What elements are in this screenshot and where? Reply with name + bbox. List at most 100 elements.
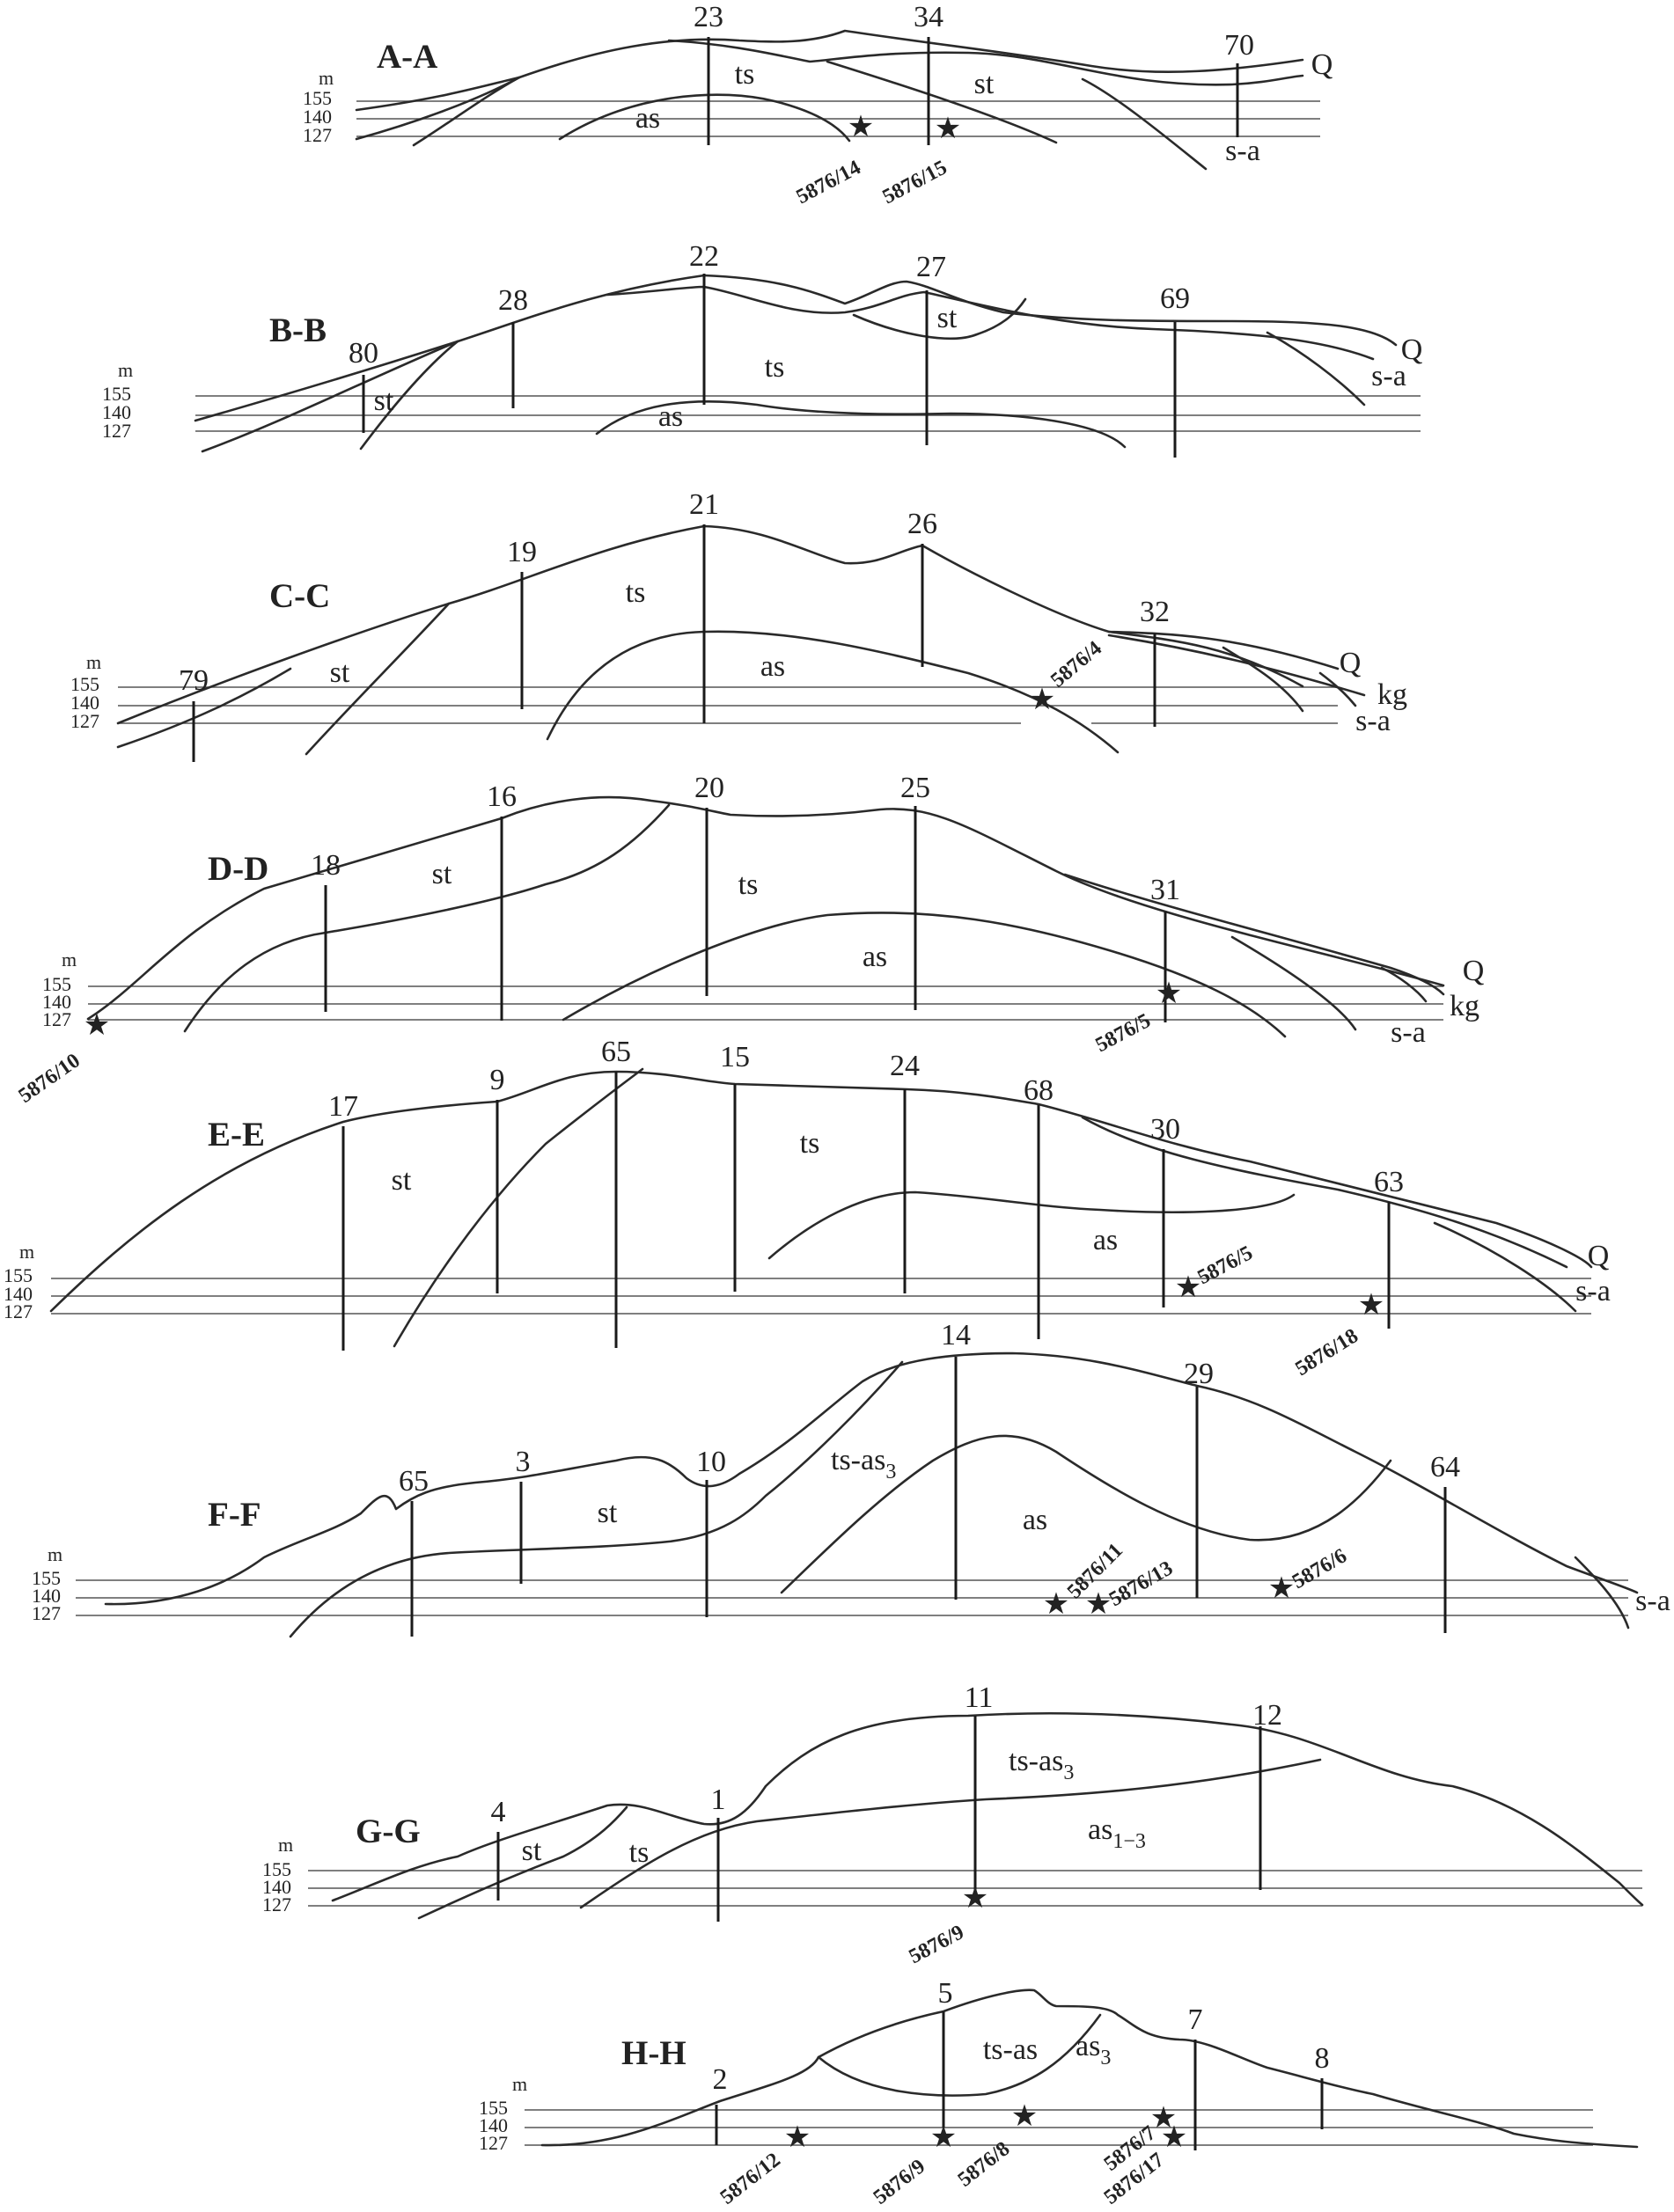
contact-line (1318, 671, 1357, 707)
sample-label: 5876/9 (906, 1921, 968, 1968)
contact-line (546, 630, 1120, 754)
section-title: G-G (356, 1813, 421, 1850)
scale-127: 127 (479, 2132, 508, 2154)
quaternary-boundary (1107, 634, 1366, 697)
well-label: 69 (1160, 282, 1190, 315)
sample-star-icon: ★ (1175, 1271, 1201, 1304)
sample-label: 5876/14 (793, 156, 865, 209)
sample-star-icon: ★ (1029, 684, 1055, 716)
contact-line (579, 1758, 1322, 1909)
sample-star-icon: ★ (1156, 978, 1182, 1010)
well-label: 12 (1252, 1699, 1282, 1732)
scale-155: 155 (102, 383, 131, 405)
unit-label: s-a (1225, 135, 1260, 167)
well-label: 4 (491, 1796, 506, 1828)
unit-subscript: 3 (1063, 1762, 1074, 1784)
scale-unit: m (62, 949, 77, 970)
scale-140: 140 (70, 692, 99, 714)
scale-unit: m (118, 359, 133, 381)
well-label: 19 (507, 536, 537, 568)
unit-label: s-a (1371, 360, 1406, 392)
unit-label: st (432, 858, 452, 890)
well-label: 23 (694, 1, 723, 33)
well-label: 5 (938, 1977, 953, 2010)
scale-127: 127 (303, 124, 332, 146)
well-label: 9 (490, 1064, 505, 1096)
well-label: 31 (1150, 874, 1180, 906)
sample-star-icon: ★ (848, 111, 874, 143)
well-label: 17 (328, 1090, 358, 1123)
sample-star-icon: ★ (1011, 2100, 1038, 2133)
sample-label: 5876/9 (870, 2155, 930, 2209)
sample-star-icon: ★ (1043, 1588, 1069, 1621)
well-label: 65 (399, 1465, 429, 1498)
contact-line (558, 93, 851, 143)
sample-star-icon: ★ (1268, 1572, 1295, 1605)
contact-line (817, 2013, 1102, 2097)
unit-label: Q (1311, 48, 1333, 81)
contact-line (1433, 1221, 1577, 1313)
sample-label: 5876/4 (1046, 637, 1106, 692)
scale-140: 140 (32, 1585, 61, 1607)
scale-140: 140 (479, 2114, 508, 2136)
unit-label: as (760, 650, 785, 683)
scale-unit: m (319, 67, 334, 89)
unit-label: as (658, 400, 683, 433)
well-label: 64 (1430, 1451, 1460, 1483)
well-label: 70 (1224, 29, 1254, 62)
unit-label: Q (1463, 955, 1485, 987)
well-label: 8 (1315, 2042, 1330, 2075)
sample-star-icon: ★ (935, 113, 961, 145)
section-title: D-D (208, 850, 268, 888)
section-c-c: C-C m 155 140 127 79 19 21 26 32 ts st a… (70, 488, 1407, 762)
well-label: 16 (487, 780, 517, 813)
unit-subscript: 3 (1100, 2047, 1111, 2069)
unit-label-ts-as3: ts-as3 (831, 1444, 896, 1483)
sample-star-icon: ★ (962, 1882, 988, 1915)
unit-label: st (330, 656, 350, 689)
sample-label: 5876/12 (716, 2149, 785, 2209)
scale-140: 140 (42, 991, 71, 1013)
contact-line (826, 60, 1058, 144)
contact-line (562, 912, 1287, 1038)
scale-127: 127 (42, 1008, 71, 1030)
unit-base: as (1076, 2030, 1100, 2062)
well-label: 26 (907, 508, 937, 540)
contact-line (412, 76, 521, 147)
sample-star-icon: ★ (1150, 2102, 1177, 2135)
unit-label-as1-3: as1−3 (1088, 1813, 1146, 1853)
contact-line (289, 1360, 904, 1638)
well-label: 1 (711, 1784, 726, 1816)
sample-label: 5876/6 (1289, 1544, 1351, 1593)
contact-line (201, 340, 459, 453)
scale-127: 127 (70, 710, 99, 732)
contact-line (1574, 1556, 1630, 1630)
well-label: 24 (890, 1050, 920, 1082)
unit-label: Q (1588, 1240, 1610, 1272)
section-title: H-H (621, 2034, 686, 2072)
scale-127: 127 (102, 420, 131, 442)
well-label: 63 (1374, 1166, 1404, 1198)
unit-label-as3: as3 (1076, 2030, 1111, 2069)
well-label: 2 (713, 2063, 728, 2096)
scale-140: 140 (4, 1283, 33, 1305)
unit-label: s-a (1391, 1016, 1426, 1049)
sample-star-icon: ★ (930, 2121, 957, 2154)
well-label: 18 (311, 849, 341, 882)
sample-label: 5876/10 (15, 1049, 84, 1107)
contact-line (1266, 331, 1366, 407)
unit-label: st (598, 1497, 618, 1529)
section-title: A-A (377, 38, 437, 76)
quaternary-boundary (1063, 873, 1445, 996)
unit-base: as (1088, 1813, 1112, 1846)
unit-label: kg (1377, 678, 1407, 711)
ground-surface (86, 795, 1445, 1021)
section-e-e: E-E m 155 140 127 17 9 65 15 24 68 30 63… (4, 1036, 1611, 1381)
scale-unit: m (86, 651, 101, 673)
well-label: 25 (900, 772, 930, 804)
scale-127: 127 (4, 1300, 33, 1322)
well-label: 28 (498, 284, 528, 317)
scale-unit: m (278, 1834, 293, 1856)
sample-star-icon: ★ (1161, 2121, 1187, 2154)
well-label: 22 (689, 240, 719, 273)
